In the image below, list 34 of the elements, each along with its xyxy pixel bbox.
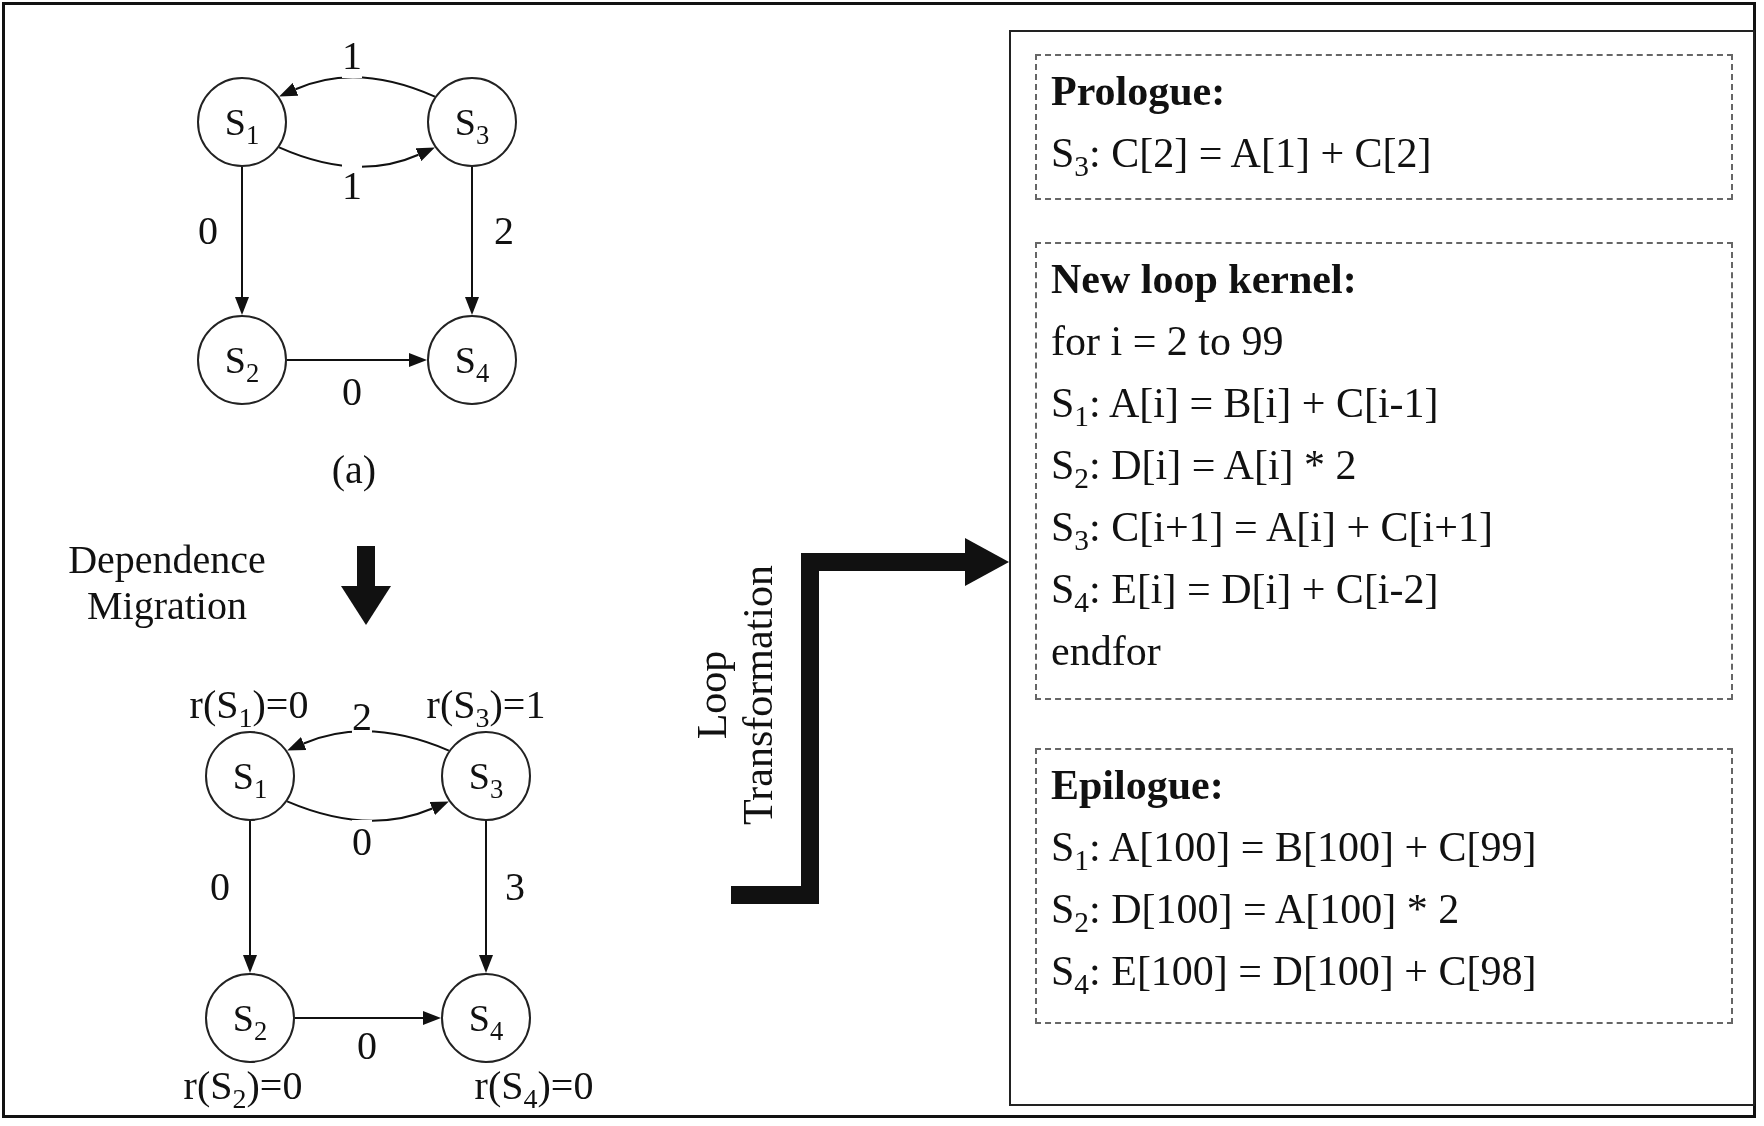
arrow xyxy=(278,76,436,98)
retiming-annotation: r(S$_{4}$)=0 xyxy=(474,1063,594,1109)
section-heading: New loop kernel: xyxy=(1051,255,1357,304)
code-line: S$_{3}$: C[i+1] = A[i] + C[i+1] xyxy=(1051,503,1493,558)
arrow xyxy=(243,820,257,973)
code-line: S$_{4}$: E[100] = D[100] + C[98] xyxy=(1051,947,1537,1002)
arrow xyxy=(286,353,427,367)
code-panel xyxy=(1009,30,1755,1106)
dashed-code-section xyxy=(1035,242,1733,700)
step-label: Dependence Migration xyxy=(67,537,267,629)
arrow xyxy=(286,800,450,822)
arrow xyxy=(294,1011,441,1025)
arrow xyxy=(235,166,249,315)
code-line: S$_{2}$: D[100] = A[100] * 2 xyxy=(1051,885,1460,940)
dashed-code-section xyxy=(1035,54,1733,200)
dashed-code-section xyxy=(1035,748,1733,1024)
retiming-annotation: r(S$_{3}$)=1 xyxy=(426,682,546,728)
arrow xyxy=(465,166,479,315)
arrow xyxy=(479,820,493,973)
code-line: S$_{1}$: A[100] = B[100] + C[99] xyxy=(1051,823,1537,878)
section-heading: Epilogue: xyxy=(1051,761,1224,810)
thick-arrow xyxy=(731,538,1009,904)
code-line: endfor xyxy=(1051,627,1161,676)
code-line: S$_{1}$: A[i] = B[i] + C[i-1] xyxy=(1051,379,1439,434)
subfigure-label: (a) xyxy=(331,447,377,493)
section-heading: Prologue: xyxy=(1051,67,1226,116)
code-line: S$_{4}$: E[i] = D[i] + C[i-2] xyxy=(1051,565,1439,620)
retiming-annotation: r(S$_{1}$)=0 xyxy=(189,682,309,728)
retiming-annotation: r(S$_{2}$)=0 xyxy=(183,1063,303,1109)
code-line: for i = 2 to 99 xyxy=(1051,317,1284,366)
arrow xyxy=(286,730,450,752)
code-line: S$_{3}$: C[2] = A[1] + C[2] xyxy=(1051,129,1432,184)
arrow xyxy=(278,146,436,168)
code-line: S$_{2}$: D[i] = A[i] * 2 xyxy=(1051,441,1357,496)
